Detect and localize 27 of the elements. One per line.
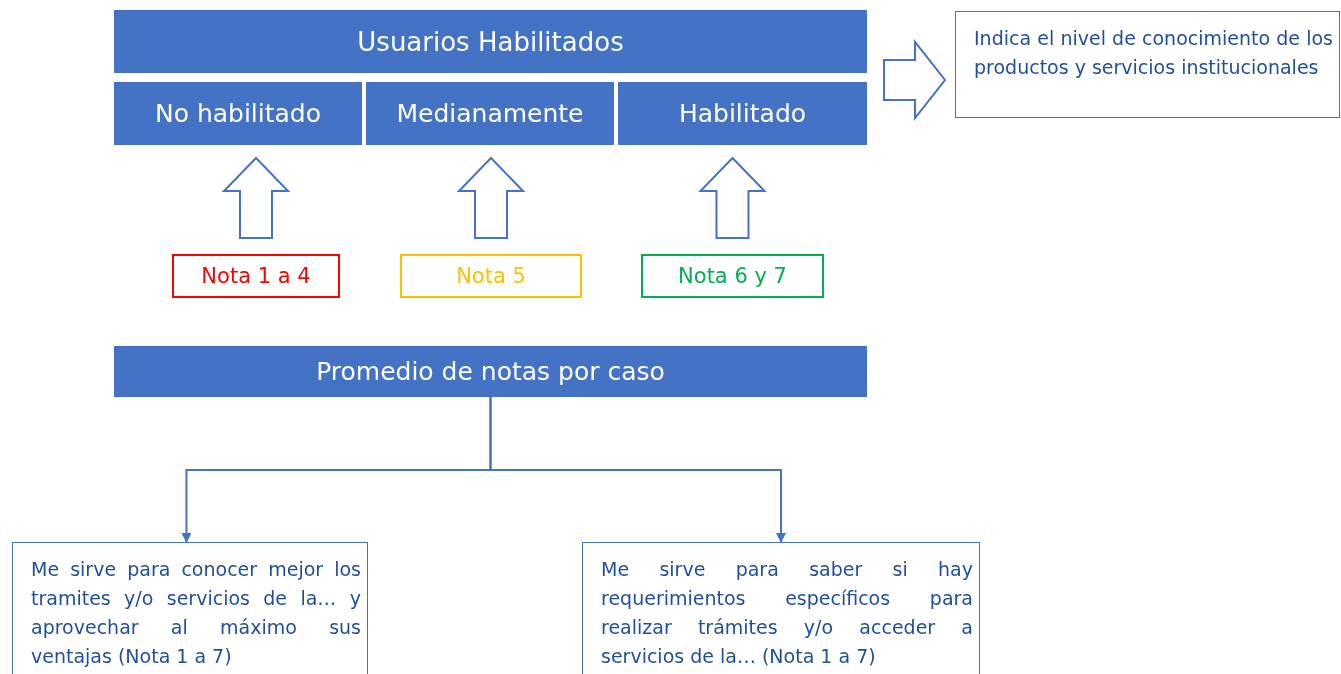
text-box [955,11,1340,118]
grade-box [641,254,824,298]
block-arrow [456,156,526,239]
text-box [12,542,368,674]
description-text: Indica el nivel de conocimiento de los productos y servicios institucionales [974,26,1333,80]
block-arrow [883,39,947,121]
bar-label: Promedio de notas por caso [316,357,665,386]
header-bar [366,82,614,145]
bar-label: Medianamente [396,99,584,128]
header-bar [114,82,362,145]
header-bar [114,346,867,397]
text-box [582,542,980,674]
bar-label: Habilitado [678,99,807,128]
grade-label: Nota 6 y 7 [678,264,787,288]
grade-label: Nota 5 [456,264,526,288]
arrow [489,396,786,543]
block-arrow [698,156,767,239]
bar-label: Usuarios Habilitados [357,26,624,57]
description-text: Me sirve para conocer mejor los tramites y/o servicios de la… y aprovechar al máximo sus ventajas (Nota 1 a 7) [31,557,361,669]
grade-box [172,254,340,298]
block-arrow [221,156,291,239]
description-text: Me sirve para saber si hay requerimientos específicos para realizar trámites y/o acceder a servicios de la… (Nota 1 a 7) [601,557,973,669]
header-bar [618,82,867,145]
bar-label: No habilitado [154,99,322,128]
grade-box [400,254,582,298]
grade-label: Nota 1 a 4 [201,264,311,288]
header-bar [114,10,867,73]
